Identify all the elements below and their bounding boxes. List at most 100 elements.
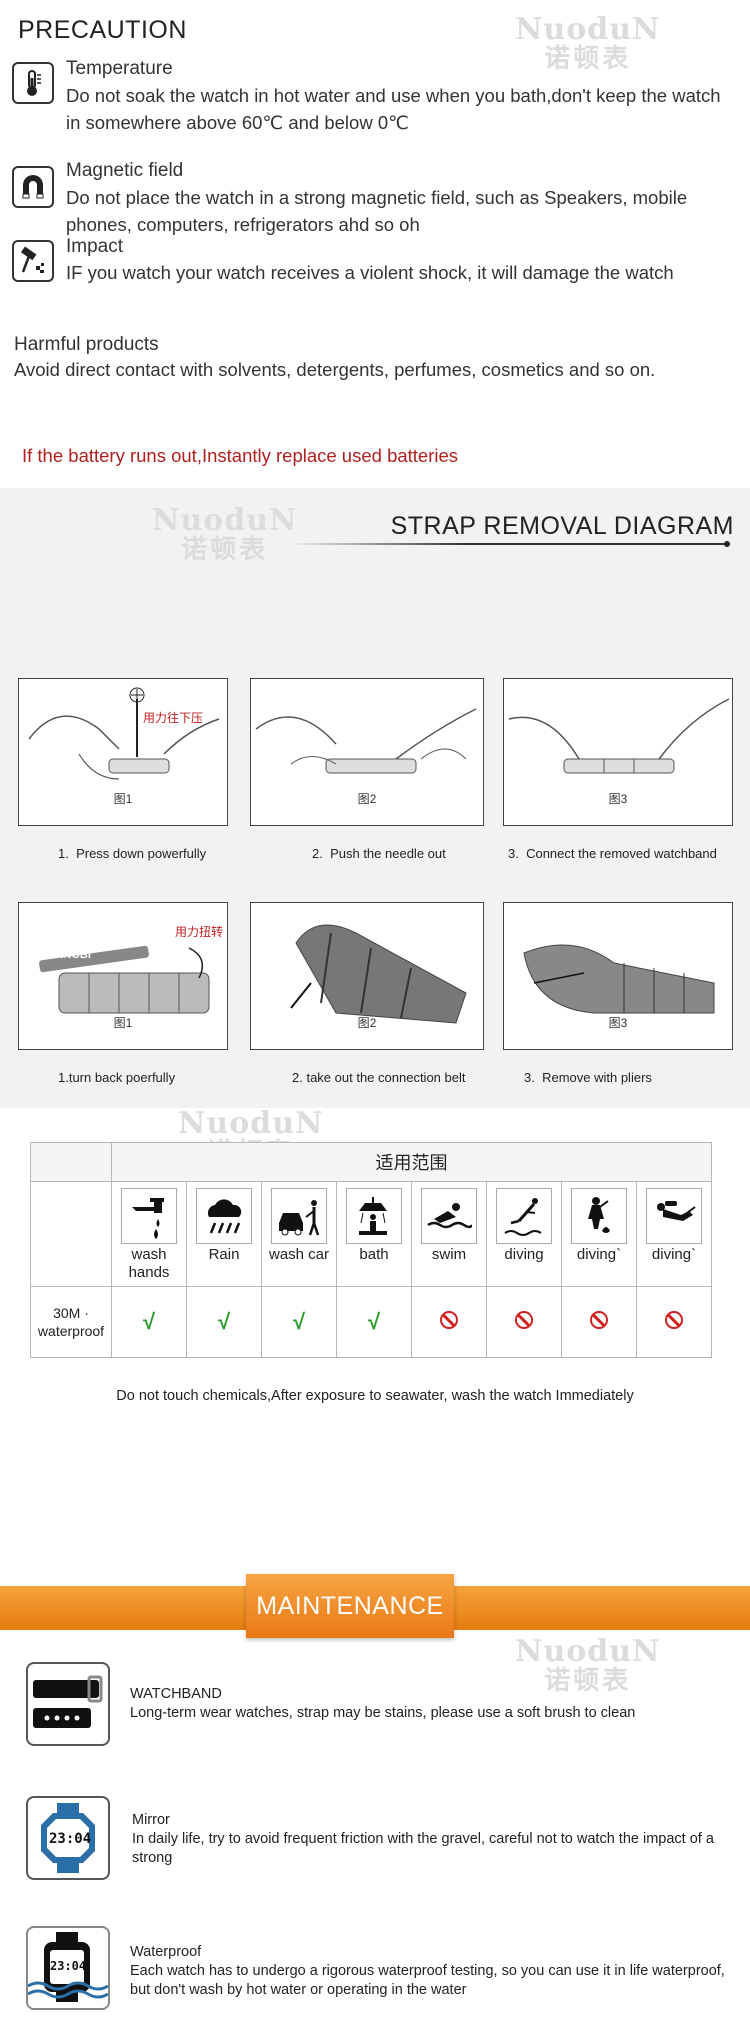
table-corner	[30, 1142, 112, 1182]
waterproof-text: Each watch has to undergo a rigorous wat…	[130, 1963, 725, 1998]
activity-label: swim	[431, 1246, 467, 1263]
title-underline-dot	[724, 541, 730, 547]
magnetic-text: Do not place the watch in a strong magne…	[66, 187, 688, 235]
watch-time-display: 23:04	[50, 1959, 87, 1973]
check-icon: √	[367, 1309, 381, 1334]
impact-text: IF you watch your watch receives a viole…	[66, 262, 674, 283]
step-note: 用力扭转	[175, 925, 224, 939]
figure-label: 图2	[357, 792, 377, 806]
step-caption: 3. Connect the removed watchband	[508, 846, 717, 861]
status-cell	[411, 1286, 487, 1358]
prohibited-icon	[440, 1310, 458, 1329]
impact-title: Impact	[66, 236, 124, 257]
watchband-icon	[26, 1662, 110, 1746]
magnet-icon	[12, 166, 54, 208]
car-wash-icon	[271, 1188, 327, 1244]
status-cell: √	[111, 1286, 187, 1358]
strap-removal-title: STRAP REMOVAL DIAGRAM	[390, 512, 734, 540]
step-note: 用力往下压	[143, 711, 204, 725]
activity-cell: wash car	[261, 1181, 337, 1287]
strap-step-photo: 用力往下压 图1	[18, 678, 228, 826]
battery-warning: If the battery runs out,Instantly replac…	[22, 445, 459, 466]
shower-icon	[346, 1188, 402, 1244]
step-caption: 1. Press down powerfully	[58, 846, 207, 861]
activity-cell: diving	[486, 1181, 562, 1287]
activity-label: diving`	[651, 1246, 697, 1263]
status-cell	[486, 1286, 562, 1358]
check-icon: √	[292, 1309, 306, 1334]
activity-label: diving`	[576, 1246, 622, 1263]
harmful-text: Avoid direct contact with solvents, dete…	[14, 359, 656, 380]
waterproof-title: Waterproof	[130, 1944, 202, 1960]
strap-step-photo: 图3	[503, 902, 733, 1050]
status-cell: √	[261, 1286, 337, 1358]
check-icon: √	[217, 1309, 231, 1334]
prohibited-icon	[590, 1310, 608, 1329]
prohibited-icon	[665, 1310, 683, 1329]
scuba-diver-icon	[646, 1188, 702, 1244]
table-header: 适用范围	[111, 1142, 712, 1182]
activity-label: Rain	[208, 1246, 240, 1263]
activity-cell: diving`	[636, 1181, 712, 1287]
status-cell	[561, 1286, 637, 1358]
strap-step-photo: 用力扭转 SINOBI 图1	[18, 902, 228, 1050]
activity-cell: diving`	[561, 1181, 637, 1287]
diver-icon	[496, 1188, 552, 1244]
activity-cell: Rain	[186, 1181, 262, 1287]
faucet-icon	[121, 1188, 177, 1244]
maintenance-title: MAINTENANCE	[246, 1574, 454, 1638]
activity-cell: wash hands	[111, 1181, 187, 1287]
activity-label: bath	[359, 1246, 389, 1263]
rain-cloud-icon	[196, 1188, 252, 1244]
title-underline	[290, 543, 730, 545]
harmful-title: Harmful products	[14, 334, 159, 355]
waterproof-status-row: 30M · waterproof √ √ √ √	[30, 1286, 712, 1358]
magnetic-title: Magnetic field	[66, 160, 184, 181]
mirror-text: In daily life, try to avoid frequent fri…	[132, 1831, 714, 1866]
status-cell	[636, 1286, 712, 1358]
check-icon: √	[142, 1309, 156, 1334]
watchband-text: Long-term wear watches, strap may be sta…	[130, 1705, 636, 1721]
status-cell: √	[336, 1286, 412, 1358]
table-blank-cell	[30, 1181, 112, 1287]
watch-time-display: 23:04	[49, 1831, 92, 1847]
temperature-title: Temperature	[66, 58, 173, 79]
chemicals-note: Do not touch chemicals,After exposure to…	[116, 1388, 634, 1404]
activity-icon-row: wash hands Rain wash car bath swim diving divi…	[30, 1181, 712, 1287]
status-cell: √	[186, 1286, 262, 1358]
mirror-title: Mirror	[132, 1812, 170, 1828]
activity-cell: bath	[336, 1181, 412, 1287]
deep-diver-icon	[571, 1188, 627, 1244]
row-label: 30M · waterproof	[30, 1286, 112, 1358]
step-caption: 1.turn back poerfully	[58, 1070, 176, 1085]
prohibited-icon	[515, 1310, 533, 1329]
thermometer-icon	[12, 62, 54, 104]
strap-step-photo: 图2	[250, 678, 484, 826]
strap-step-photo: 图2	[250, 902, 484, 1050]
activity-cell: swim	[411, 1181, 487, 1287]
tool-brand-label: SINOBI	[53, 949, 91, 961]
step-caption: 2. Push the needle out	[312, 846, 446, 861]
figure-label: 图3	[608, 1016, 628, 1030]
step-caption: 2. take out the connection belt	[292, 1070, 466, 1085]
precaution-title: PRECAUTION	[18, 16, 187, 44]
mirror-watch-icon: 23:04	[26, 1796, 110, 1880]
waterproof-watch-icon: 23:04	[26, 1926, 110, 2010]
watchband-title: WATCHBAND	[130, 1686, 222, 1702]
figure-label: 图1	[113, 1016, 133, 1030]
step-caption: 3. Remove with pliers	[524, 1070, 652, 1085]
activity-label: wash hands	[128, 1246, 170, 1281]
figure-label: 图1	[113, 792, 133, 806]
strap-step-photo: 图3	[503, 678, 733, 826]
activity-label: diving	[504, 1246, 544, 1263]
figure-label: 图3	[608, 792, 628, 806]
swimmer-icon	[421, 1188, 477, 1244]
water-resistance-table: 适用范围 wash hands Rain wash car bath swim divin…	[30, 1142, 712, 1358]
figure-label: 图2	[357, 1016, 377, 1030]
activity-label: wash car	[268, 1246, 330, 1263]
temperature-text: Do not soak the watch in hot water and u…	[66, 85, 721, 133]
hammer-icon	[12, 240, 54, 282]
